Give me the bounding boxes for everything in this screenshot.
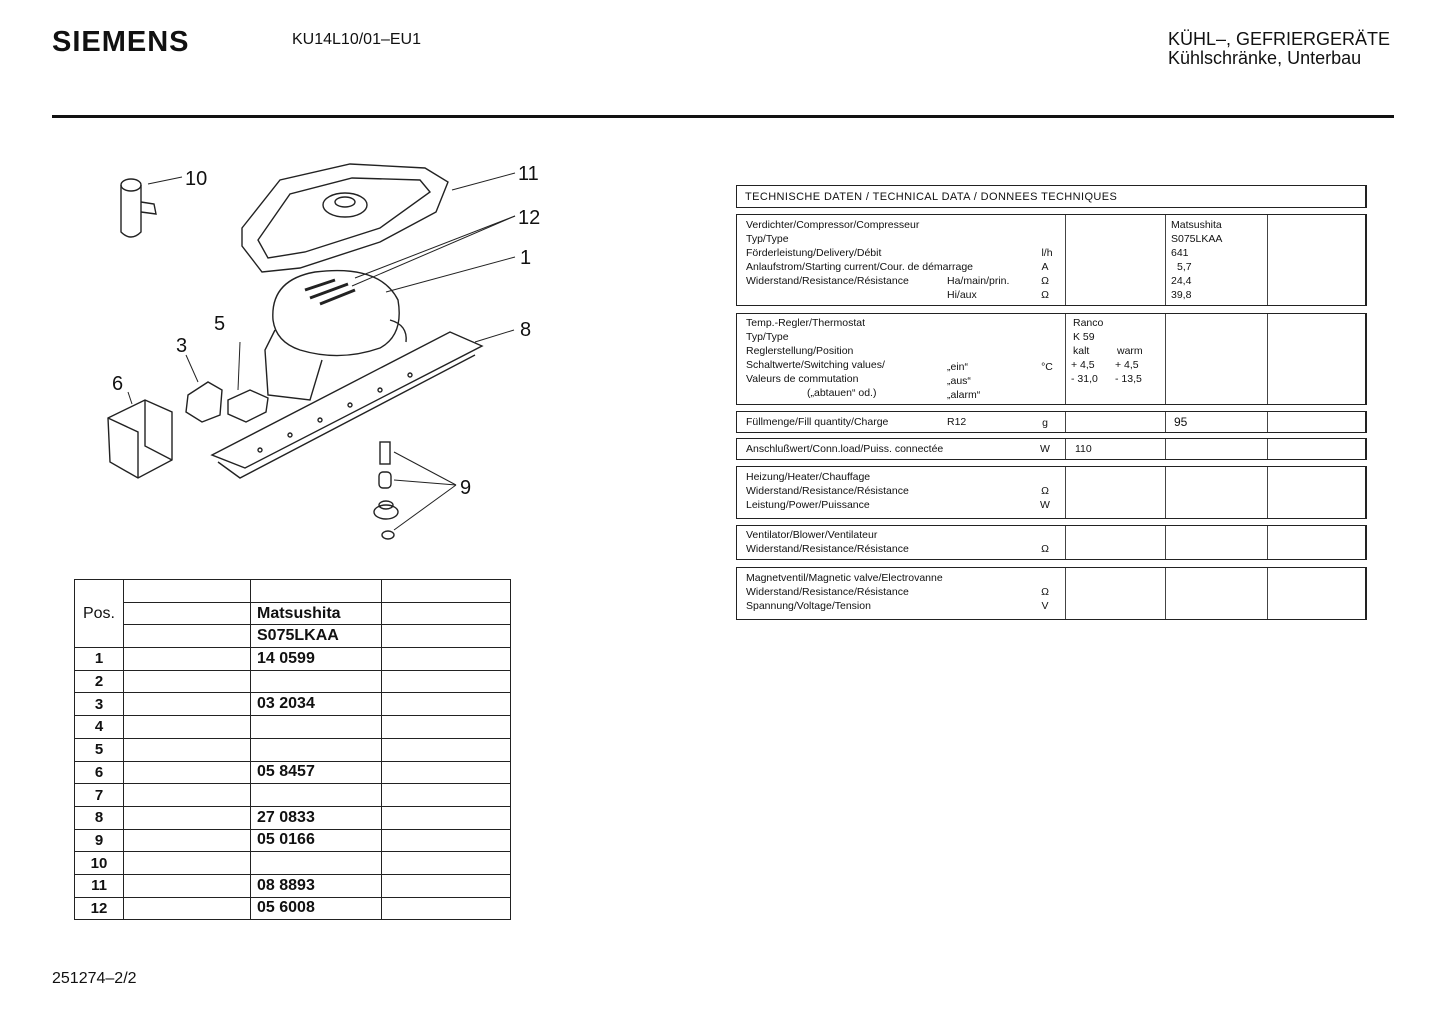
brand-logo: SIEMENS: [52, 26, 190, 58]
drip-tray-drawing: [241, 163, 449, 273]
tech-data-header: TECHNISCHE DATEN / TECHNICAL DATA / DONN…: [736, 185, 1367, 208]
compressor-drawing: [264, 269, 407, 401]
exploded-parts-diagram: 10 11 12 1 5 3 6 8 9: [107, 163, 540, 540]
callout-5: 5: [214, 313, 225, 335]
table-row: 4: [74, 715, 511, 739]
magnetic-valve-section: Magnetventil/Magnetic valve/Electrovanne…: [736, 567, 1367, 620]
mounting-rail-drawing: [210, 331, 484, 479]
model-number: KU14L10/01–EU1: [292, 31, 421, 48]
blower-section: Ventilator/Blower/Ventilateur Widerstand…: [736, 525, 1367, 560]
callout-8: 8: [520, 319, 531, 341]
callout-12: 12: [518, 207, 540, 229]
charge-section: Füllmenge/Fill quantity/Charge R12 g 95: [736, 411, 1367, 433]
capacitor-part-drawing: [120, 178, 157, 238]
callout-11: 11: [518, 163, 539, 185]
compressor-section: Verdichter/Compressor/Compresseur Typ/Ty…: [736, 214, 1367, 306]
header-rule: [52, 115, 1394, 118]
pos-header: Pos.: [74, 578, 124, 649]
compressor-model-header: S075LKAA: [250, 624, 382, 649]
heater-section: Heizung/Heater/Chauffage Widerstand/Resi…: [736, 466, 1367, 519]
starter-relay-drawing: [185, 381, 223, 423]
manufacturer-header: Matsushita: [250, 601, 382, 626]
table-row: 2: [74, 669, 511, 694]
relay-box-drawing: [107, 399, 173, 479]
table-row: 10: [74, 851, 511, 875]
callout-1: 1: [520, 247, 531, 269]
overload-protector-drawing: [227, 389, 269, 423]
table-row: 5: [74, 737, 511, 762]
tech-data-title: TECHNISCHE DATEN / TECHNICAL DATA / DONN…: [745, 191, 1118, 203]
callout-9: 9: [460, 477, 471, 499]
category-title: KÜHL–, GEFRIERGERÄTE: [1168, 29, 1391, 49]
callout-6: 6: [112, 373, 123, 395]
callout-10: 10: [185, 168, 207, 190]
table-row: 7: [74, 783, 511, 807]
thermostat-section: Temp.-Regler/Thermostat Typ/Type Reglers…: [736, 313, 1367, 405]
document-number: 251274–2/2: [52, 970, 137, 987]
category-subtitle: Kühlschränke, Unterbau: [1168, 48, 1362, 68]
grommet-set-drawing: [373, 441, 399, 540]
callout-3: 3: [176, 335, 187, 357]
connected-load-section: Anschlußwert/Conn.load/Puiss. connectée …: [736, 438, 1367, 460]
